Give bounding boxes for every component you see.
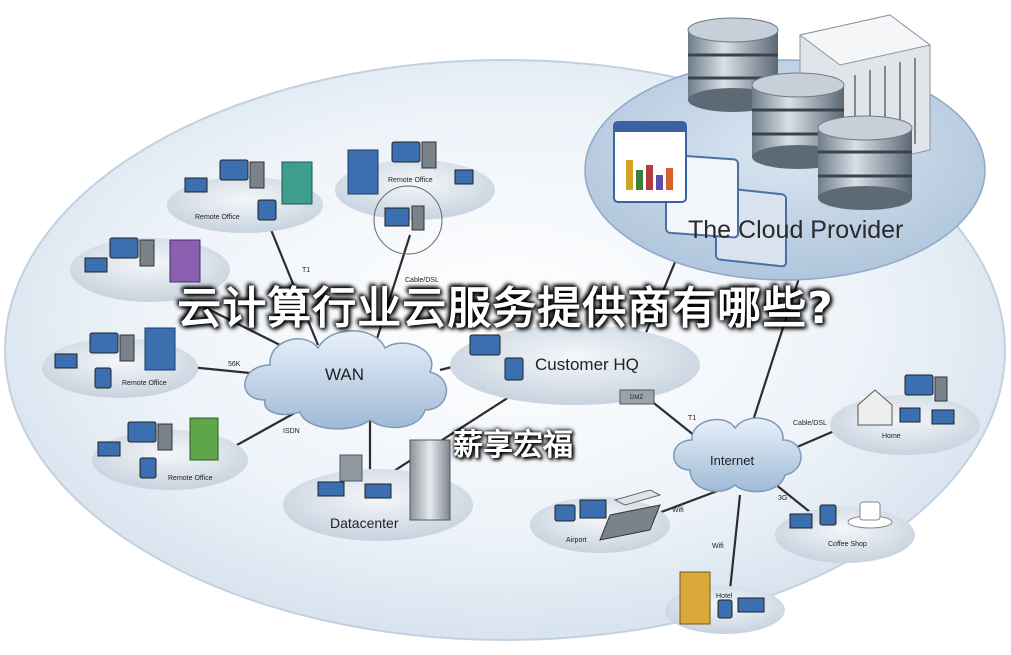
connection-lines: [169, 214, 861, 591]
link-label-wifi-hotel: Wifi: [712, 543, 724, 550]
airport: Airport: [530, 489, 670, 553]
home: Home: [830, 374, 980, 455]
headline-title: 云计算行业云服务提供商有哪些?: [177, 283, 834, 334]
internet-label: Internet: [710, 453, 754, 468]
remote-office-top: Remote Office: [335, 141, 495, 255]
remote-office-label: Remote Office: [388, 177, 433, 184]
link-label-cable-dsl-home: Cable/DSL: [793, 420, 827, 427]
datacenter: Datacenter: [283, 439, 473, 541]
link-label-isdn: ISDN: [283, 428, 300, 435]
customer-hq-label: Customer HQ: [535, 355, 639, 374]
remote-office-left: [70, 237, 230, 302]
dmz-label: DMZ: [630, 395, 643, 401]
app-window-icon: [613, 121, 787, 268]
database-icon: [817, 115, 913, 210]
home-label: Home: [882, 433, 901, 440]
remote-office-bottom-left: Remote Office: [92, 417, 248, 490]
hotel: Hotel: [665, 571, 785, 634]
remote-office-mid-left: Remote Office: [42, 327, 198, 398]
cloud-provider: The Cloud Provider: [584, 14, 986, 281]
dmz-box: [619, 389, 655, 405]
datacenter-label: Datacenter: [330, 515, 399, 531]
remote-office-top-left: Remote Office: [167, 159, 323, 233]
wan-cloud: WAN: [244, 330, 447, 430]
link-label-cable-dsl: Cable/DSL: [405, 277, 439, 284]
coffee-shop-label: Coffee Shop: [828, 541, 867, 548]
link-label-3g: 3G: [778, 495, 787, 502]
watermark-text: 薪享宏福: [453, 428, 573, 463]
coffee-shop: Coffee Shop: [775, 501, 915, 563]
internet-cloud: Internet: [673, 417, 802, 493]
wan-label: WAN: [325, 365, 364, 384]
link-label-wifi-airport: Wifi: [672, 507, 684, 514]
link-label-t1: T1: [302, 267, 310, 274]
cloud-provider-label: The Cloud Provider: [688, 216, 903, 244]
airport-label: Airport: [566, 537, 587, 544]
customer-hq: Customer HQ DMZ: [450, 325, 700, 405]
remote-office-label: Remote Office: [195, 214, 240, 221]
hotel-label: Hotel: [716, 593, 733, 600]
link-label-t1-internet: T1: [688, 415, 696, 422]
link-label-56k: 56K: [228, 361, 241, 368]
remote-office-label: Remote Office: [122, 380, 167, 387]
remote-office-label: Remote Office: [168, 475, 213, 482]
